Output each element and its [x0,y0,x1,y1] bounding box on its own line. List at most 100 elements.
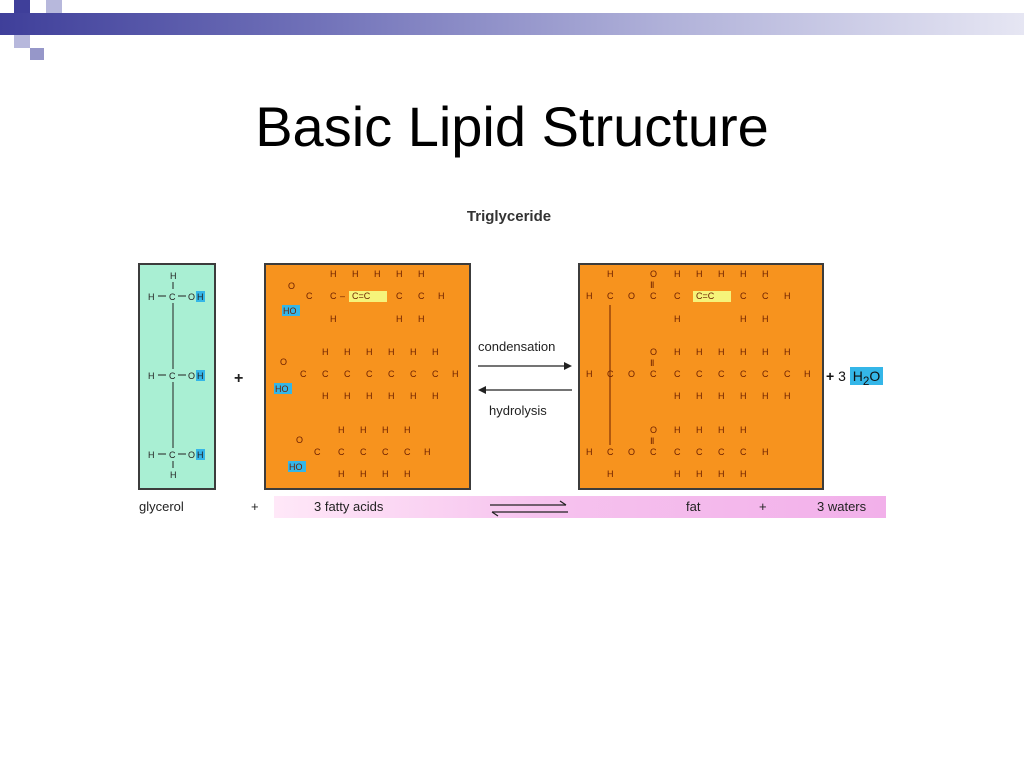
svg-text:H: H [360,425,367,435]
svg-text:C: C [382,447,389,457]
svg-text:H: H [762,314,769,324]
svg-text:O: O [650,347,657,357]
svg-text:H: H [396,314,403,324]
svg-text:H: H [404,469,411,479]
svg-text:H: H [374,269,381,279]
svg-text:H: H [148,292,155,302]
svg-text:Ⅱ: Ⅱ [650,436,654,446]
svg-text:H: H [197,371,204,381]
svg-text:H: H [404,425,411,435]
svg-text:H: H [148,371,155,381]
svg-text:C: C [762,369,769,379]
water-formula-h: H [852,368,863,384]
svg-text:H: H [330,269,337,279]
svg-text:H: H [740,269,747,279]
svg-text:H: H [432,347,439,357]
svg-text:C: C [718,369,725,379]
svg-text:Ⅱ: Ⅱ [650,358,654,368]
figure-title: Triglyceride [466,208,552,225]
svg-text:C: C [696,447,703,457]
svg-text:H: H [432,391,439,401]
svg-text:C: C [650,447,657,457]
svg-text:C: C [410,369,417,379]
water-count: 3 [838,368,846,384]
summary-glycerol: glycerol [139,499,184,514]
svg-text:H: H [784,347,791,357]
header-gradient-bar [0,13,1024,35]
svg-text:H: H [696,469,703,479]
svg-text:H: H [424,447,431,457]
svg-text:C: C [330,291,337,301]
svg-text:H: H [382,425,389,435]
reaction-arrows [478,362,572,394]
slide-title: Basic Lipid Structure [255,95,769,158]
svg-text:O: O [188,371,195,381]
svg-text:H: H [586,291,593,301]
svg-text:H: H [410,391,417,401]
svg-text:H: H [674,347,681,357]
svg-text:H: H [148,450,155,460]
svg-text:H: H [696,269,703,279]
summary-band [274,496,886,518]
svg-text:C: C [607,447,614,457]
svg-text:H: H [170,470,177,480]
svg-text:O: O [650,269,657,279]
svg-text:H: H [804,369,811,379]
svg-text:H: H [586,447,593,457]
svg-text:C: C [388,369,395,379]
svg-text:C: C [740,291,747,301]
svg-text:C: C [418,291,425,301]
water-product: + 3 H2O [826,367,884,388]
svg-text:HO: HO [283,306,297,316]
summary-equilibrium-arrows [490,500,568,517]
svg-text:C: C [322,369,329,379]
svg-text:H: H [418,269,425,279]
condensation-label: condensation [478,339,556,354]
svg-text:H: H [696,347,703,357]
svg-text:H: H [586,369,593,379]
svg-text:H: H [762,347,769,357]
summary-waters: 3 waters [817,499,867,514]
svg-text:H: H [674,314,681,324]
svg-text:H: H [674,425,681,435]
svg-text:H: H [762,447,769,457]
svg-text:H: H [438,291,445,301]
svg-text:H: H [740,314,747,324]
svg-text:H: H [740,469,747,479]
svg-text:O: O [296,435,303,445]
svg-text:H: H [718,425,725,435]
svg-text:H: H [330,314,337,324]
svg-text:C: C [674,291,681,301]
svg-text:H: H [696,425,703,435]
svg-text:C: C [314,447,321,457]
svg-text:O: O [628,447,635,457]
svg-text:H: H [366,347,373,357]
svg-text:H: H [674,391,681,401]
svg-text:H: H [344,391,351,401]
svg-text:Ⅱ: Ⅱ [650,280,654,290]
svg-text:C: C [366,369,373,379]
svg-text:H: H [762,269,769,279]
svg-text:H: H [170,271,177,281]
svg-text:H: H [360,469,367,479]
plus-sign-1: + [234,370,244,387]
svg-text:H: H [762,391,769,401]
svg-text:C=C: C=C [352,291,371,301]
svg-text:C=C: C=C [696,291,715,301]
svg-text:H: H [674,269,681,279]
svg-text:H: H [740,425,747,435]
svg-text:C: C [674,447,681,457]
svg-text:C: C [338,447,345,457]
svg-text:C: C [300,369,307,379]
svg-text:HO: HO [275,384,289,394]
svg-text:H: H [388,391,395,401]
svg-text:C: C [718,447,725,457]
svg-text:O: O [628,291,635,301]
svg-text:C: C [432,369,439,379]
